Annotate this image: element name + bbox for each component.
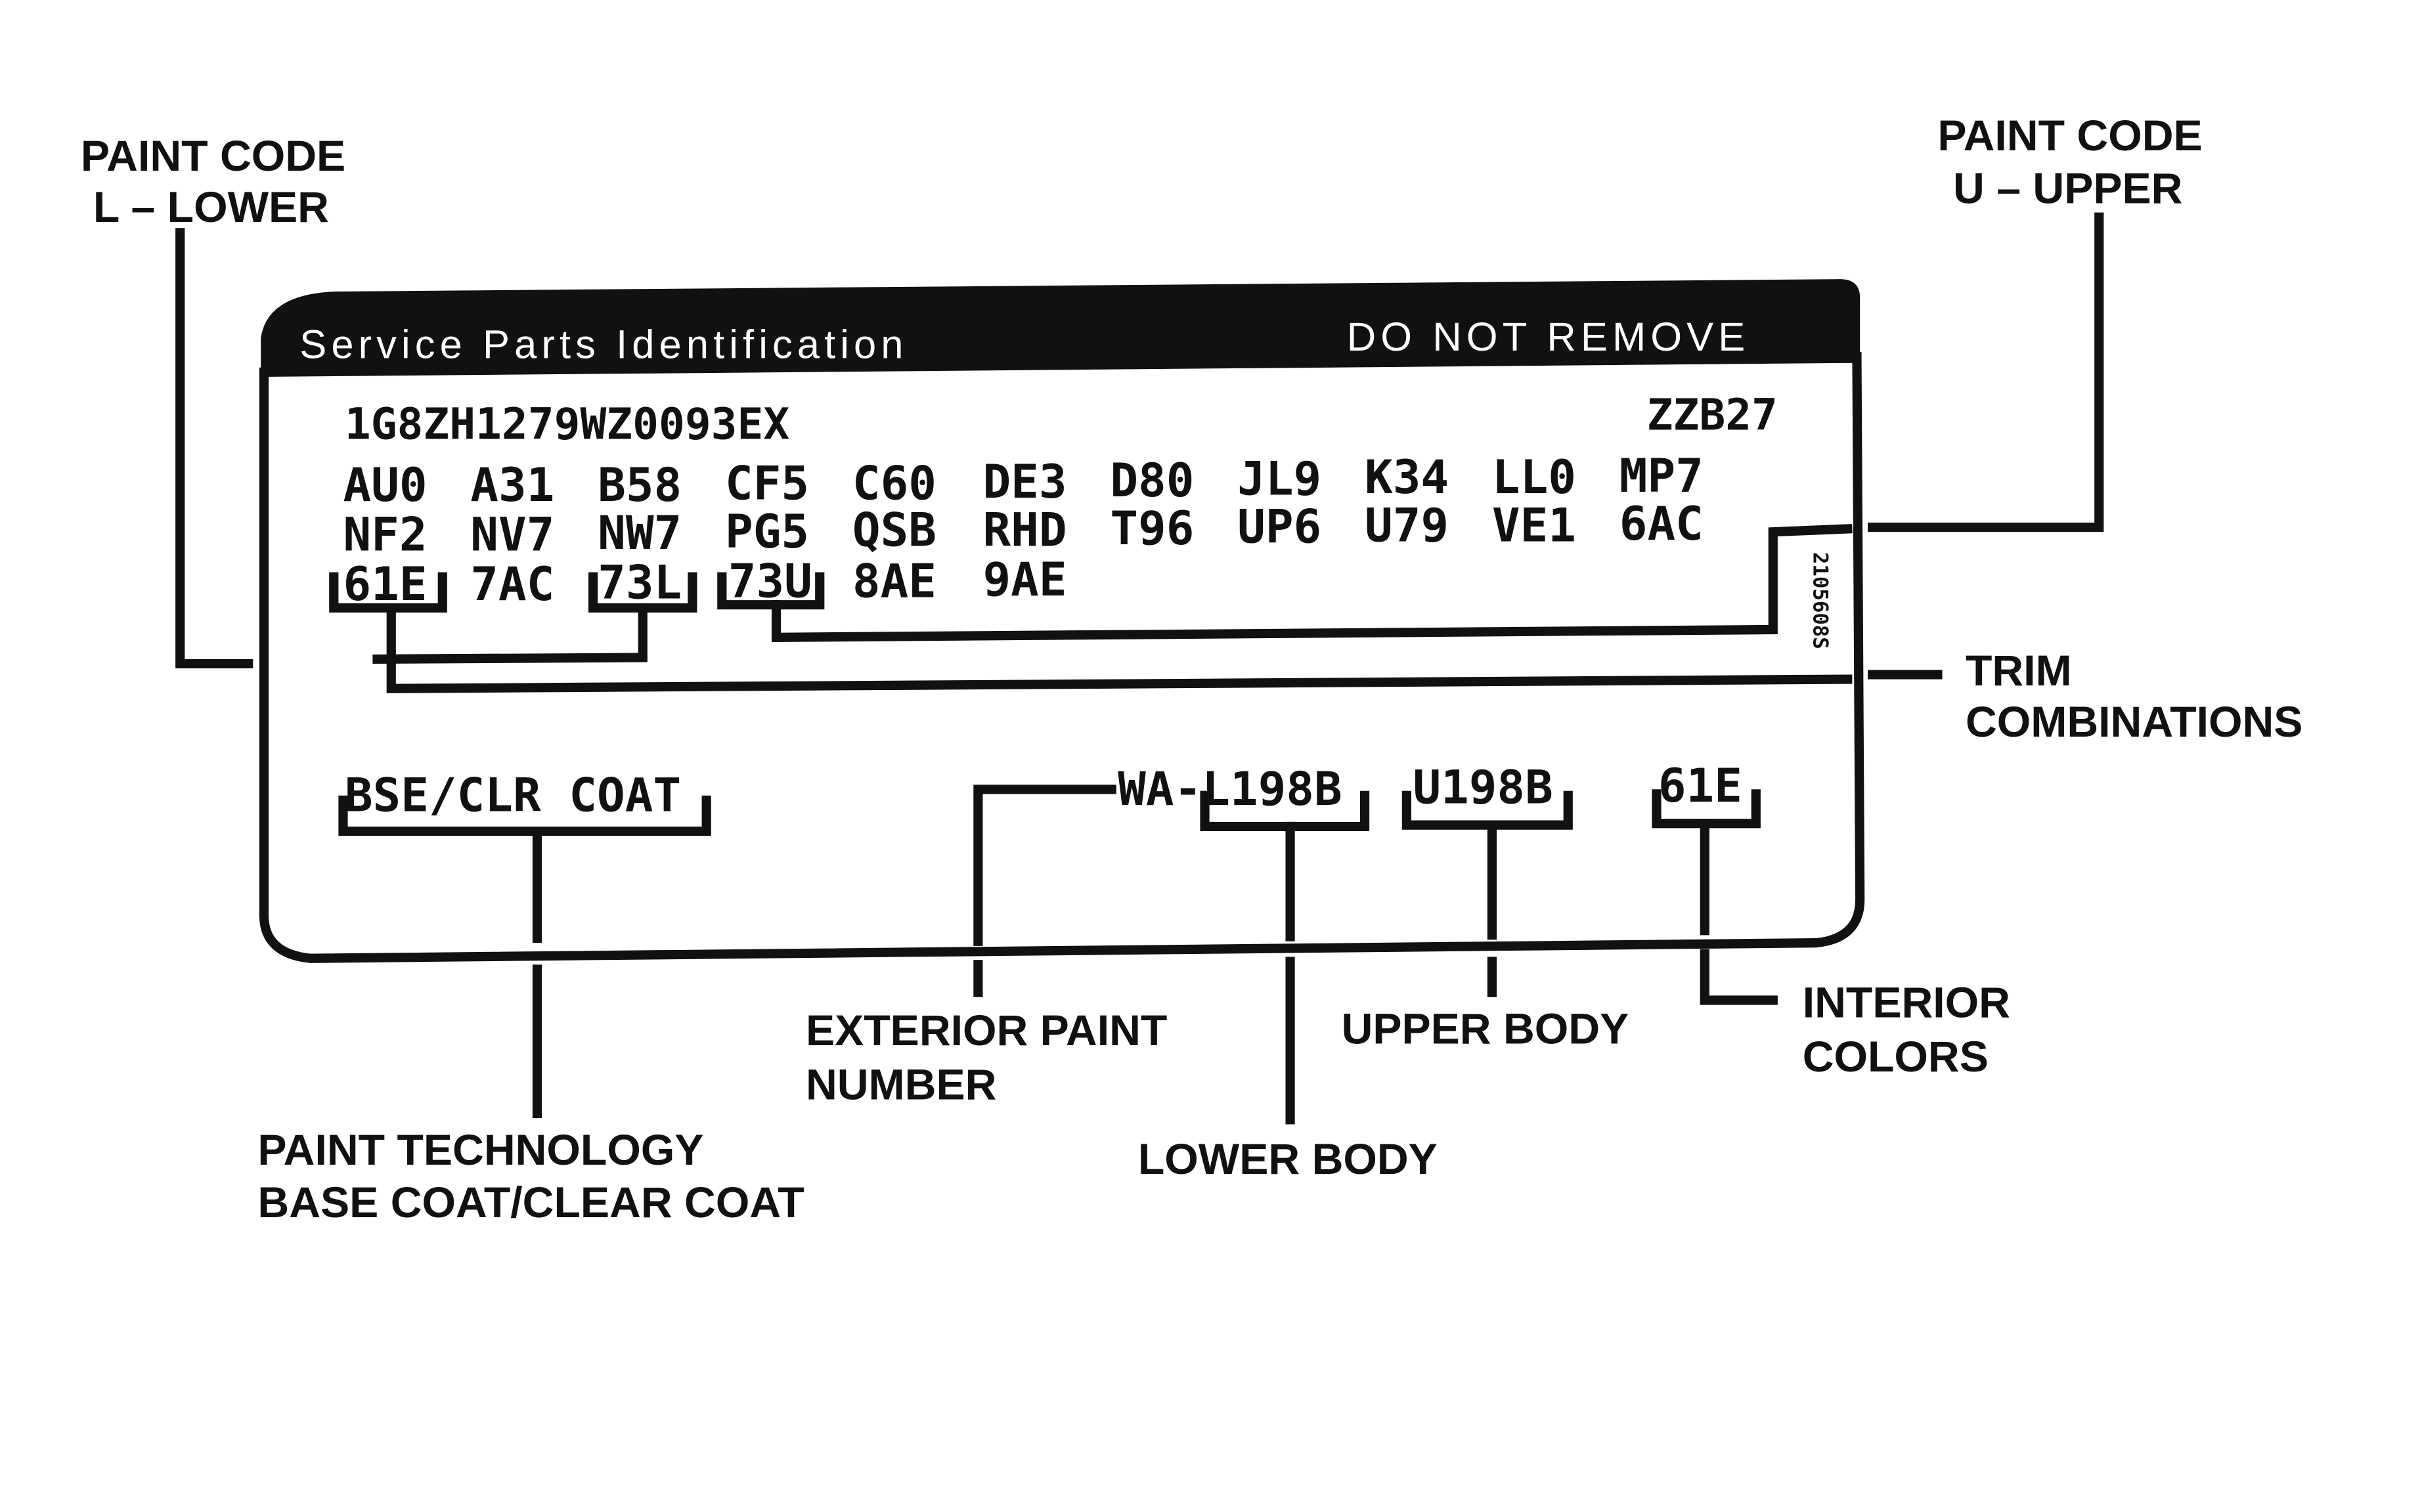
service-parts-label: Service Parts Identification DO NOT REMO… bbox=[259, 279, 1865, 963]
callout-paint-code-lower-line1: PAINT CODE bbox=[81, 132, 345, 181]
option-code: 7AC bbox=[470, 557, 554, 611]
leader-interior-colors bbox=[1700, 819, 1778, 1005]
option-code: CF5 bbox=[725, 456, 809, 511]
callout-paint-code-upper: PAINT CODE U – UPPER bbox=[1937, 112, 2202, 213]
bracket-73u bbox=[717, 572, 825, 610]
connector-73u-upper bbox=[771, 524, 1853, 642]
option-codes-row-3: 61E 7AC 73L 73U 8AE 9AE bbox=[343, 552, 1067, 611]
callout-interior-colors-line1: INTERIOR bbox=[1803, 979, 2010, 1027]
label-header-title: Service Parts Identification bbox=[299, 322, 908, 368]
callout-interior-colors: INTERIOR COLORS bbox=[1803, 979, 2010, 1082]
callout-exterior-paint-line1: EXTERIOR PAINT bbox=[806, 1006, 1167, 1055]
callout-paint-code-lower: PAINT CODE L – LOWER bbox=[81, 132, 345, 232]
option-code: NW7 bbox=[598, 506, 682, 560]
callout-exterior-paint-number: EXTERIOR PAINT NUMBER bbox=[806, 1006, 1167, 1110]
bracket-paint-technology bbox=[338, 795, 711, 836]
callout-paint-code-lower-line2: L – LOWER bbox=[93, 183, 329, 232]
option-code: DE3 bbox=[982, 454, 1067, 509]
option-code: RHD bbox=[982, 502, 1067, 557]
interior-code: 61E bbox=[1658, 758, 1742, 813]
option-code-upper-paint: 73U bbox=[728, 553, 812, 608]
option-code: K34 bbox=[1365, 450, 1449, 504]
paint-technology-code: BSE/CLR COAT bbox=[345, 767, 681, 822]
option-code: NV7 bbox=[470, 508, 554, 562]
label-outline bbox=[259, 352, 1865, 963]
connector-73l-lower bbox=[372, 603, 648, 664]
vin-number: 1G8ZH1279WZ0093EX bbox=[345, 399, 789, 449]
callout-interior-colors-line2: COLORS bbox=[1803, 1033, 1989, 1081]
callout-paint-code-upper-line1: PAINT CODE bbox=[1937, 112, 2202, 160]
option-code-lower-paint-trim: 61E bbox=[343, 557, 427, 611]
option-codes-row-2: NF2 NV7 NW7 PG5 QSB RHD T96 UP6 U79 VE1 … bbox=[343, 496, 1703, 561]
option-code: VE1 bbox=[1492, 498, 1576, 552]
option-code: NF2 bbox=[343, 508, 427, 562]
callout-paint-technology-line1: PAINT TECHNOLOGY bbox=[257, 1126, 703, 1175]
callout-trim-combinations-line1: TRIM bbox=[1966, 647, 2072, 695]
option-code: A31 bbox=[470, 458, 554, 512]
option-code: D80 bbox=[1110, 453, 1194, 508]
model-code: ZZB27 bbox=[1647, 389, 1778, 440]
option-code: B58 bbox=[598, 458, 682, 512]
option-code: UP6 bbox=[1237, 500, 1321, 554]
label-header-bar bbox=[261, 279, 1861, 377]
leader-paint-code-lower bbox=[175, 228, 253, 669]
callout-upper-body: UPPER BODY bbox=[1342, 1005, 1629, 1054]
callout-lower-body: LOWER BODY bbox=[1138, 1135, 1438, 1184]
callout-paint-technology: PAINT TECHNOLOGY BASE COAT/CLEAR COAT bbox=[257, 1126, 804, 1227]
callout-trim-combinations-line2: COMBINATIONS bbox=[1966, 698, 2303, 746]
leader-paint-code-upper bbox=[1868, 212, 2104, 532]
option-code: C60 bbox=[852, 456, 936, 511]
label-header-warning: DO NOT REMOVE bbox=[1347, 314, 1750, 360]
connector-61e-trim bbox=[386, 603, 1853, 693]
option-code: 9AE bbox=[982, 552, 1067, 607]
callout-paint-technology-line2: BASE COAT/CLEAR COAT bbox=[257, 1178, 804, 1227]
option-code: U79 bbox=[1365, 498, 1449, 552]
option-code: T96 bbox=[1110, 501, 1194, 555]
option-code: JL9 bbox=[1237, 452, 1321, 506]
option-code: PG5 bbox=[725, 504, 809, 559]
option-code: 6AC bbox=[1619, 496, 1704, 551]
option-code-lower-paint: 73L bbox=[598, 555, 682, 610]
upper-body-code: U198B bbox=[1413, 760, 1552, 815]
option-code: MP7 bbox=[1619, 448, 1704, 503]
bracket-lower-body bbox=[1200, 790, 1370, 832]
option-code: 8AE bbox=[852, 553, 936, 608]
option-code: LL0 bbox=[1492, 450, 1576, 504]
callout-exterior-paint-line2: NUMBER bbox=[806, 1061, 996, 1110]
label-side-code: 2105608S bbox=[1808, 552, 1832, 649]
option-codes-row-1: AU0 A31 B58 CF5 C60 DE3 D80 JL9 K34 LL0 … bbox=[343, 448, 1703, 512]
option-code: QSB bbox=[852, 502, 936, 557]
leader-exterior-paint bbox=[973, 785, 1116, 997]
callout-trim-combinations: TRIM COMBINATIONS bbox=[1966, 647, 2303, 746]
option-code: AU0 bbox=[343, 458, 427, 512]
exterior-paint-code: WA-L198B bbox=[1118, 762, 1342, 816]
callout-paint-code-upper-line2: U – UPPER bbox=[1953, 164, 2182, 213]
